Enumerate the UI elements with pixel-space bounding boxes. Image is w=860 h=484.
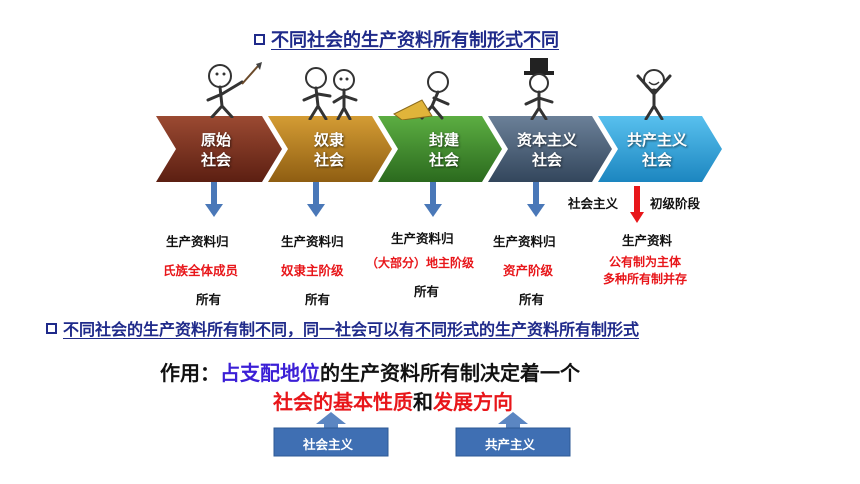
checkbox-bullet-icon-2	[46, 323, 57, 334]
stage-5-line1: 共产主义	[626, 131, 687, 149]
heading-1-text: 不同社会的生产资料所有制形式不同	[271, 30, 559, 51]
red-down-arrow-icon	[630, 186, 644, 223]
primitive-figure-icon	[206, 62, 262, 118]
down-arrow-icon-3	[424, 182, 442, 217]
socialism-button-label: 社会主义	[303, 437, 354, 452]
heading-2-text: 不同社会的生产资料所有制不同，同一社会可以有不同形式的生产资料所有制形式	[63, 320, 640, 339]
down-arrow-icon-1	[205, 182, 223, 217]
role-highlight: 占支配地位	[220, 361, 320, 385]
role-prefix: 作用：	[160, 361, 220, 385]
col1-top: 生产资料归	[166, 234, 229, 249]
communism-button-label: 共产主义	[485, 437, 536, 452]
stage-arrow-1	[156, 116, 282, 182]
communist-figure-icon	[636, 69, 672, 120]
stage-4-line2: 社会	[531, 151, 562, 169]
col3-bottom: 所有	[414, 284, 440, 299]
stage-3-line2: 社会	[428, 151, 459, 169]
stage-label-5: 共产主义 社会	[612, 130, 702, 170]
col5-owner2: 多种所有制并存	[603, 272, 688, 286]
stage-label-2: 奴隶 社会	[297, 130, 361, 170]
stage-label-4: 资本主义 社会	[502, 130, 592, 170]
role-and: 和	[413, 390, 433, 414]
role-line-2: 社会的基本性质和发展方向	[273, 386, 513, 415]
col1-bottom: 所有	[196, 292, 222, 307]
stage-arrow-2	[268, 116, 392, 182]
heading-1: 不同社会的生产资料所有制形式不同	[254, 26, 559, 52]
col2-top: 生产资料归	[281, 234, 344, 249]
col4-top: 生产资料归	[493, 234, 556, 249]
stage-label-3: 封建 社会	[412, 130, 476, 170]
stage-5-line2: 社会	[641, 151, 672, 169]
col2-bottom: 所有	[305, 292, 331, 307]
heading-2: 不同社会的生产资料所有制不同，同一社会可以有不同形式的生产资料所有制形式	[46, 316, 639, 340]
stage-2-line2: 社会	[313, 151, 344, 169]
down-arrow-icon-4	[527, 182, 545, 217]
checkbox-bullet-icon	[254, 33, 265, 45]
col3-owner: （大部分）地主阶级	[366, 256, 475, 270]
down-arrow-icon-2	[307, 182, 325, 217]
slave-figures-icon	[302, 67, 358, 120]
role-rest: 的生产资料所有制决定着一个	[320, 361, 580, 385]
col5-top: 生产资料	[622, 233, 673, 248]
col3-top: 生产资料归	[391, 231, 454, 246]
socialism-up-arrow-button	[273, 412, 389, 457]
col4-owner: 资产阶级	[503, 263, 554, 278]
stage-1-line1: 原始	[200, 131, 231, 149]
stage-arrows	[156, 116, 722, 182]
capitalist-figure-icon	[524, 58, 554, 120]
feudal-figure-icon	[393, 71, 450, 120]
col4-bottom: 所有	[519, 292, 545, 307]
communism-up-arrow-button	[455, 412, 571, 457]
socialism-label: 社会主义	[568, 196, 619, 211]
role-nature: 社会的基本性质	[273, 390, 413, 414]
stage-3-line1: 封建	[428, 131, 459, 149]
primary-stage-label: 初级阶段	[650, 196, 701, 211]
stage-1-line2: 社会	[200, 151, 231, 169]
stage-arrow-5	[598, 116, 722, 182]
stage-arrow-3	[378, 116, 502, 182]
role-line-1: 作用：占支配地位的生产资料所有制决定着一个	[160, 357, 580, 386]
stage-2-line1: 奴隶	[313, 131, 344, 149]
stage-label-1: 原始 社会	[186, 130, 246, 170]
col2-owner: 奴隶主阶级	[281, 263, 344, 278]
col1-owner: 氏族全体成员	[163, 263, 239, 278]
stage-arrow-4	[488, 116, 612, 182]
stage-4-line1: 资本主义	[516, 131, 577, 149]
role-direction: 发展方向	[433, 390, 513, 414]
col5-owner: 公有制为主体	[609, 255, 682, 269]
